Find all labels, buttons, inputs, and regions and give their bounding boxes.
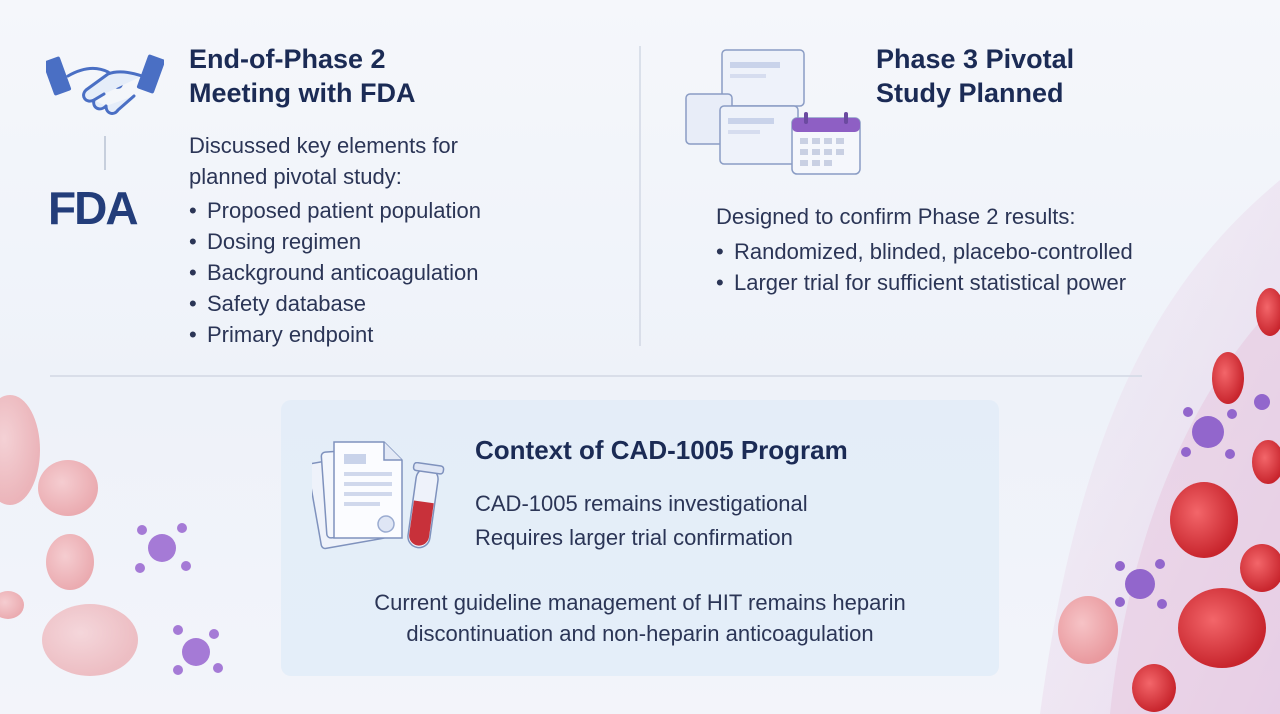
- list-item: Dosing regimen: [189, 226, 481, 257]
- left-section-title: End-of-Phase 2 Meeting with FDA: [189, 42, 415, 110]
- calendar-icon: [791, 112, 861, 175]
- context-line2: Requires larger trial confirmation: [475, 525, 793, 550]
- handshake-icon: [46, 54, 164, 115]
- context-note-line2: discontinuation and non-heparin anticoag…: [406, 621, 874, 646]
- list-item: Primary endpoint: [189, 319, 481, 350]
- right-section-title: Phase 3 Pivotal Study Planned: [876, 42, 1074, 110]
- right-intro: Designed to confirm Phase 2 results:: [716, 204, 1076, 229]
- test-tube-icon: [407, 462, 445, 549]
- fda-logo-text: FDA: [48, 182, 139, 234]
- documents-icon: [312, 441, 403, 550]
- left-title-line1: End-of-Phase 2: [189, 44, 386, 74]
- left-intro: Discussed key elements for planned pivot…: [189, 130, 458, 192]
- boxes-icon: [685, 49, 805, 165]
- left-intro-line1: Discussed key elements for: [189, 133, 458, 158]
- right-title-line2: Study Planned: [876, 78, 1064, 108]
- list-item: Randomized, blinded, placebo-controlled: [716, 236, 1133, 267]
- context-note-line1: Current guideline management of HIT rema…: [374, 590, 906, 615]
- list-item: Background anticoagulation: [189, 257, 481, 288]
- context-note: Current guideline management of HIT rema…: [281, 587, 999, 649]
- right-bullet-list: Randomized, blinded, placebo-controlled …: [716, 236, 1133, 298]
- left-intro-line2: planned pivotal study:: [189, 164, 402, 189]
- list-item: Proposed patient population: [189, 195, 481, 226]
- left-title-line2: Meeting with FDA: [189, 78, 416, 108]
- right-title-line1: Phase 3 Pivotal: [876, 44, 1075, 74]
- list-item: Safety database: [189, 288, 481, 319]
- list-item: Larger trial for sufficient statistical …: [716, 267, 1133, 298]
- context-title: Context of CAD-1005 Program: [475, 435, 848, 465]
- left-bullet-list: Proposed patient population Dosing regim…: [189, 195, 481, 350]
- fda-logo: FDA: [48, 183, 158, 233]
- context-line1: CAD-1005 remains investigational: [475, 491, 808, 516]
